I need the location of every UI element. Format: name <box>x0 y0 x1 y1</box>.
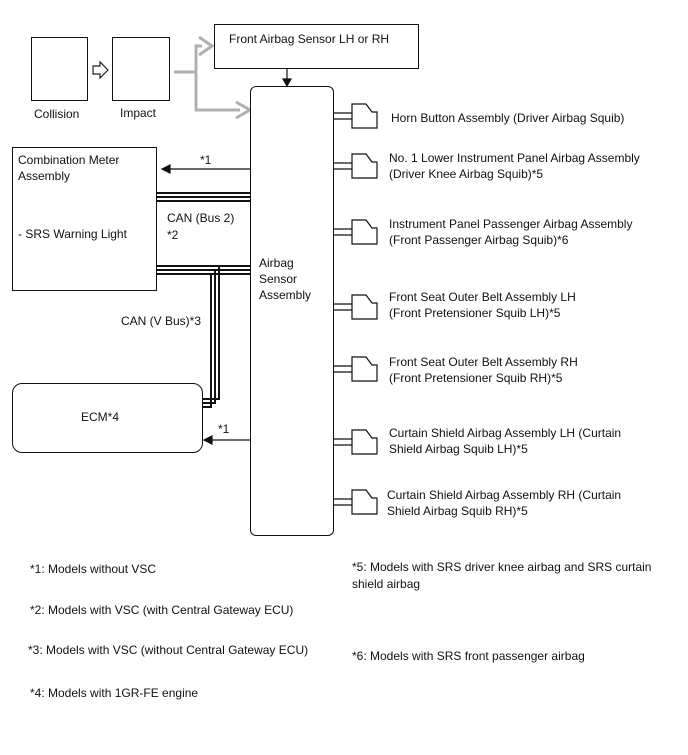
airbag-sensor-assembly-box <box>250 86 334 536</box>
squib-6-line1: Curtain Shield Airbag Assembly LH (Curta… <box>389 426 622 440</box>
collision-to-impact-arrow <box>92 60 109 80</box>
front-airbag-sensor-label: Front Airbag Sensor LH or RH <box>229 32 390 46</box>
can-vbus-label: CAN (V Bus)*3 <box>121 314 202 328</box>
squib-connector-5 <box>334 356 378 382</box>
can-bus2-label: CAN (Bus 2) <box>167 211 235 225</box>
squib-3-line1: Instrument Panel Passenger Airbag Assemb… <box>389 217 633 231</box>
combination-meter-title-line1: Combination Meter <box>18 153 120 167</box>
can-bus2-line <box>157 192 250 202</box>
squib-6-line2: Shield Airbag Squib LH)*5 <box>389 442 528 456</box>
squib-2-line1: No. 1 Lower Instrument Panel Airbag Asse… <box>389 151 640 165</box>
bus-ref1-bottom: *1 <box>218 422 230 436</box>
ecm-box <box>12 383 203 453</box>
meter-direct-arrow <box>160 164 250 174</box>
impact-label: Impact <box>120 106 157 120</box>
squib-3-line2: (Front Passenger Airbag Squib)*6 <box>389 233 569 247</box>
front-sensor-to-airbag-sensor-arrow <box>281 69 293 88</box>
squib-5-line1: Front Seat Outer Belt Assembly RH <box>389 355 578 369</box>
front-airbag-sensor-box <box>214 24 419 69</box>
airbag-sensor-label-line3: Assembly <box>259 288 312 302</box>
combination-meter-title-line2: Assembly <box>18 169 71 183</box>
note-1: *1: Models without VSC <box>30 562 157 576</box>
collision-box <box>31 37 88 101</box>
ecm-direct-arrow <box>202 435 250 445</box>
squib-connector-4 <box>334 294 378 320</box>
squib-7-line2: Shield Airbag Squib RH)*5 <box>387 504 528 518</box>
impact-to-front-sensor-arrow <box>174 35 254 120</box>
note-6: *6: Models with SRS front passenger airb… <box>352 649 585 663</box>
squib-connector-1 <box>334 103 378 129</box>
squib-4-line2: (Front Pretensioner Squib LH)*5 <box>389 306 561 320</box>
airbag-sensor-label-line1: Airbag <box>259 256 294 270</box>
can-vbus-line <box>157 265 250 408</box>
squib-1-line1: Horn Button Assembly (Driver Airbag Squi… <box>391 111 625 125</box>
airbag-sensor-label-line2: Sensor <box>259 272 298 286</box>
squib-2-line2: (Driver Knee Airbag Squib)*5 <box>389 167 544 181</box>
impact-box <box>112 37 170 101</box>
note-4: *4: Models with 1GR-FE engine <box>30 686 199 700</box>
note-3: *3: Models with VSC (without Central Gat… <box>28 643 309 657</box>
srs-warning-light-label: - SRS Warning Light <box>18 227 127 241</box>
bus-ref1-top: *1 <box>200 153 212 167</box>
squib-connectors <box>334 103 378 515</box>
squib-7-line1: Curtain Shield Airbag Assembly RH (Curta… <box>387 488 622 502</box>
squib-connector-2 <box>334 153 378 179</box>
note-5: *5: Models with SRS driver knee airbag a… <box>352 560 652 591</box>
ecm-label: ECM*4 <box>81 410 120 424</box>
squib-4-line1: Front Seat Outer Belt Assembly LH <box>389 290 576 304</box>
bus-ref2: *2 <box>167 228 179 242</box>
combination-meter-box <box>12 147 157 291</box>
note-2: *2: Models with VSC (with Central Gatewa… <box>30 603 294 617</box>
squib-5-line2: (Front Pretensioner Squib RH)*5 <box>389 371 563 385</box>
collision-label: Collision <box>34 107 80 121</box>
squib-connector-6 <box>334 429 378 455</box>
squib-connector-7 <box>334 489 378 515</box>
squib-connector-3 <box>334 219 378 245</box>
